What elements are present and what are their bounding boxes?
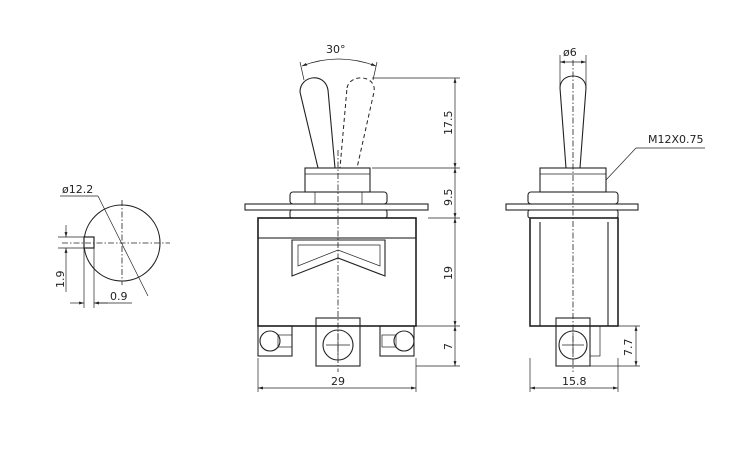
panel-plate	[244, 203, 429, 211]
side-terminal-label: 7.7	[622, 339, 635, 357]
screw-left	[259, 330, 281, 352]
panel-hole-dia-label: ø12.2	[62, 183, 93, 196]
body-window	[291, 239, 386, 277]
screw-right	[393, 330, 415, 352]
keyway-depth-label: 0.9	[110, 290, 128, 303]
bushing	[304, 167, 371, 193]
keyway-height-label: 1.9	[54, 271, 67, 289]
body-height-label: 19	[442, 266, 455, 280]
switch-body	[257, 217, 417, 327]
side-width-label: 15.8	[562, 375, 587, 388]
lever-height-label: 17.5	[442, 111, 455, 136]
bushing-height-label: 9.5	[442, 189, 455, 207]
handle-dia-label: ø6	[563, 46, 577, 59]
angle-label: 30°	[326, 43, 346, 56]
side-view: ø6 M12X0.75 15.8 7.7	[505, 46, 705, 392]
thread-label: M12X0.75	[648, 133, 704, 146]
lever-right-dashed	[339, 77, 375, 169]
nut-top	[289, 191, 388, 205]
terminal-height-label: 7	[442, 343, 455, 350]
terminal-left	[257, 325, 293, 357]
body-width-label: 29	[331, 375, 345, 388]
front-view: 30° 29 17.5 9.5 19 7	[244, 43, 460, 392]
side-lever	[559, 75, 587, 169]
panel-cutout-view: ø12.2 1.9 0.9	[54, 183, 170, 308]
lever-left	[299, 77, 336, 169]
terminal-right	[379, 325, 415, 357]
nut-bottom	[289, 209, 388, 219]
keyway-notch	[83, 236, 95, 249]
side-body	[529, 217, 619, 327]
side-panel-plate	[505, 203, 639, 211]
